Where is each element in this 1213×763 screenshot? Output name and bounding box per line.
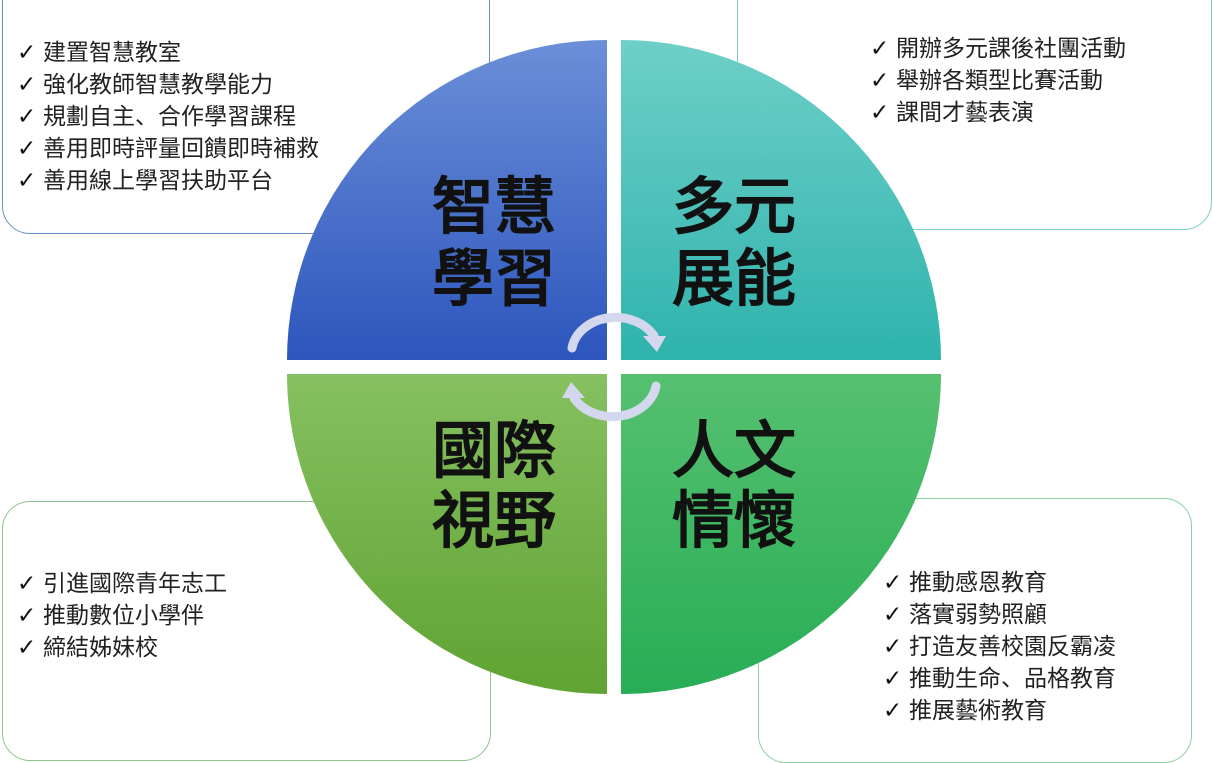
list-item: ✓推動感恩教育 bbox=[883, 567, 1191, 599]
check-icon: ✓ bbox=[883, 602, 903, 628]
check-icon: ✓ bbox=[17, 72, 37, 98]
arrow-head-icon bbox=[562, 382, 585, 398]
list-item: ✓開辦多元課後社團活動 bbox=[870, 33, 1211, 65]
list-item: ✓締結姊妹校 bbox=[17, 632, 490, 664]
check-icon: ✓ bbox=[870, 36, 890, 62]
quadrant-title-bottom-left: 視野 bbox=[432, 484, 556, 557]
quadrant-title-bottom-right: 人文 bbox=[672, 414, 796, 487]
check-icon: ✓ bbox=[17, 40, 37, 66]
cycle-arrows-icon bbox=[567, 312, 661, 422]
check-icon: ✓ bbox=[17, 571, 37, 597]
list-item: ✓推動生命、品格教育 bbox=[883, 663, 1191, 695]
item-list-top-left: ✓建置智慧教室 ✓強化教師智慧教學能力 ✓規劃自主、合作學習課程 ✓善用即時評量… bbox=[17, 37, 489, 197]
list-item: ✓規劃自主、合作學習課程 bbox=[17, 101, 489, 133]
check-icon: ✓ bbox=[17, 635, 37, 661]
quadrant-top-right bbox=[621, 40, 941, 360]
list-item: ✓舉辦各類型比賽活動 bbox=[870, 65, 1211, 97]
check-icon: ✓ bbox=[883, 634, 903, 660]
quadrant-title-bottom-right: 情懷 bbox=[672, 484, 796, 557]
quadrant-title-top-left: 學習 bbox=[432, 242, 556, 315]
list-item: ✓推展藝術教育 bbox=[883, 695, 1191, 727]
quadrant-title-top-right: 展能 bbox=[672, 242, 796, 315]
item-list-bottom-left: ✓引進國際青年志工 ✓推動數位小學伴 ✓締結姊妹校 bbox=[17, 568, 490, 664]
list-item: ✓落實弱勢照顧 bbox=[883, 599, 1191, 631]
check-icon: ✓ bbox=[17, 104, 37, 130]
check-icon: ✓ bbox=[17, 136, 37, 162]
four-quadrant-circle-diagram: 智慧 學習 多元 展能 國際 視野 人文 情懷 bbox=[287, 40, 941, 694]
list-item: ✓引進國際青年志工 bbox=[17, 568, 490, 600]
check-icon: ✓ bbox=[17, 603, 37, 629]
check-icon: ✓ bbox=[883, 570, 903, 596]
check-icon: ✓ bbox=[870, 100, 890, 126]
item-list-bottom-right: ✓推動感恩教育 ✓落實弱勢照顧 ✓打造友善校園反霸凌 ✓推動生命、品格教育 ✓推… bbox=[883, 567, 1191, 727]
arrow-head-icon bbox=[643, 336, 666, 352]
quadrant-top-left bbox=[287, 40, 607, 360]
list-item: ✓強化教師智慧教學能力 bbox=[17, 69, 489, 101]
check-icon: ✓ bbox=[883, 698, 903, 724]
quadrant-bottom-right bbox=[621, 374, 941, 694]
quadrant-title-top-left: 智慧 bbox=[432, 170, 556, 243]
check-icon: ✓ bbox=[870, 68, 890, 94]
list-item: ✓建置智慧教室 bbox=[17, 37, 489, 69]
quadrant-bottom-left bbox=[287, 374, 607, 694]
check-icon: ✓ bbox=[17, 168, 37, 194]
check-icon: ✓ bbox=[883, 666, 903, 692]
item-list-top-right: ✓開辦多元課後社團活動 ✓舉辦各類型比賽活動 ✓課間才藝表演 bbox=[870, 33, 1211, 129]
list-item: ✓善用線上學習扶助平台 bbox=[17, 165, 489, 197]
quadrant-title-bottom-left: 國際 bbox=[432, 414, 556, 487]
list-item: ✓善用即時評量回饋即時補救 bbox=[17, 133, 489, 165]
quadrant-title-top-right: 多元 bbox=[672, 170, 796, 243]
list-item: ✓打造友善校園反霸凌 bbox=[883, 631, 1191, 663]
list-item: ✓課間才藝表演 bbox=[870, 97, 1211, 129]
list-item: ✓推動數位小學伴 bbox=[17, 600, 490, 632]
